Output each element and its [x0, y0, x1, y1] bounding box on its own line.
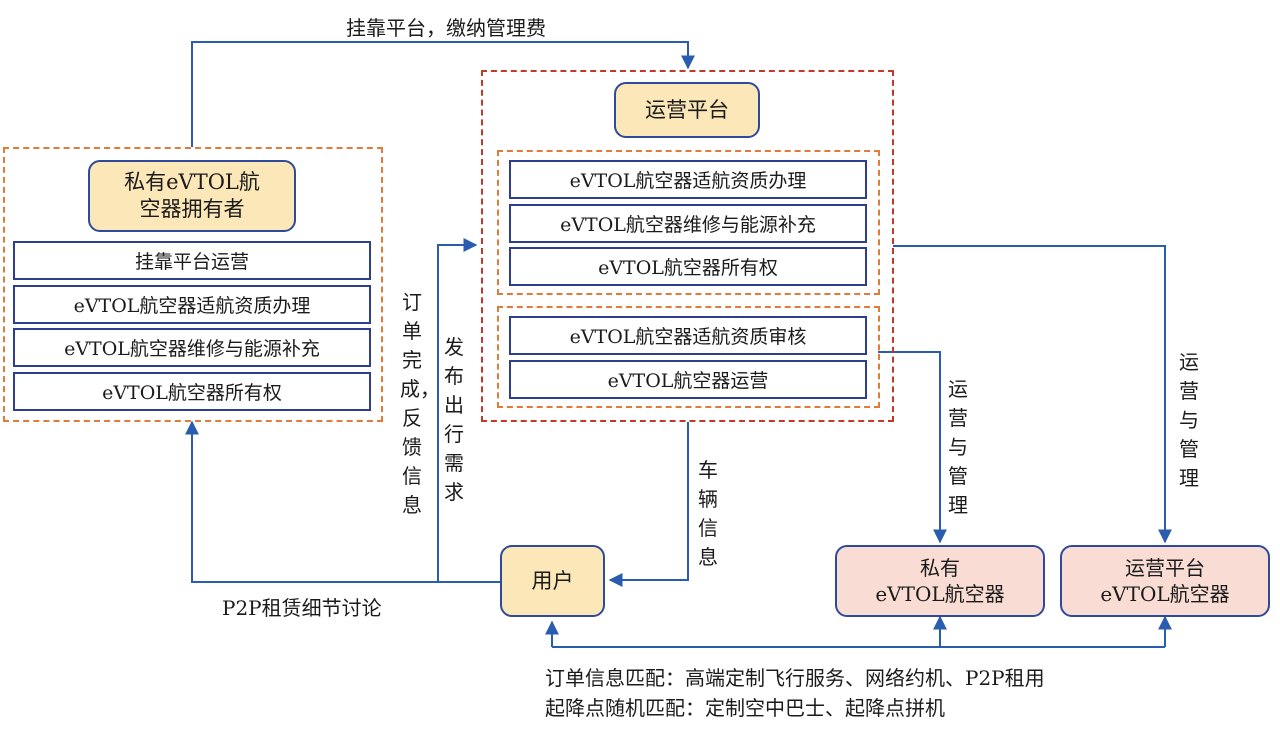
- owner-item-3: eVTOL航空器所有权: [13, 372, 371, 411]
- platform-group: [481, 70, 894, 422]
- platform-title: 运营平台: [614, 82, 760, 138]
- owner-item-2: eVTOL航空器维修与能源补充: [13, 328, 371, 367]
- edge-owner-to-platform: [191, 41, 695, 147]
- label-op-manage-2: 运营与管理: [1179, 350, 1199, 490]
- platform-aircraft-box: 运营平台 eVTOL航空器: [1060, 545, 1270, 617]
- owner-group: [3, 147, 383, 422]
- edge-platform-to-user: [608, 422, 689, 587]
- edge-platform-to-private-aircraft: [878, 351, 947, 544]
- private-aircraft-box: 私有 eVTOL航空器: [835, 545, 1045, 617]
- platform-subgroup-2: [497, 306, 880, 408]
- edge-user-to-platform: [437, 238, 478, 582]
- platform-g1-item-2: eVTOL航空器所有权: [509, 247, 867, 286]
- owner-item-1: eVTOL航空器适航资质办理: [13, 285, 371, 324]
- owner-item-0: 挂靠平台运营: [13, 241, 371, 280]
- label-p2p: P2P租赁细节讨论: [222, 596, 382, 620]
- note-line-1: 订单信息匹配：高端定制飞行服务、网络约机、P2P租用: [545, 666, 1045, 690]
- note-line-2: 起降点随机匹配：定制空中巴士、起降点拼机: [545, 696, 945, 720]
- user-box: 用户: [500, 545, 605, 617]
- label-top: 挂靠平台，缴纳管理费: [346, 16, 546, 40]
- platform-g2-item-0: eVTOL航空器适航资质审核: [509, 316, 867, 355]
- label-publish-demand: 发布出行需求: [444, 335, 464, 504]
- owner-title: 私有eVTOL航 空器拥有者: [88, 160, 296, 232]
- platform-g2-item-1: eVTOL航空器运营: [509, 360, 867, 399]
- platform-g1-item-1: eVTOL航空器维修与能源补充: [509, 204, 867, 243]
- label-order-feedback: 订单完成，反馈信息: [400, 290, 440, 517]
- label-op-manage-1: 运营与管理: [948, 377, 968, 517]
- platform-subgroup-1: [497, 150, 880, 295]
- platform-g1-item-0: eVTOL航空器适航资质办理: [509, 160, 867, 199]
- edge-platform-to-platform-aircraft: [893, 245, 1172, 544]
- label-vehicle-info: 车辆信息: [698, 458, 718, 569]
- edge-user-to-owner: [185, 420, 500, 583]
